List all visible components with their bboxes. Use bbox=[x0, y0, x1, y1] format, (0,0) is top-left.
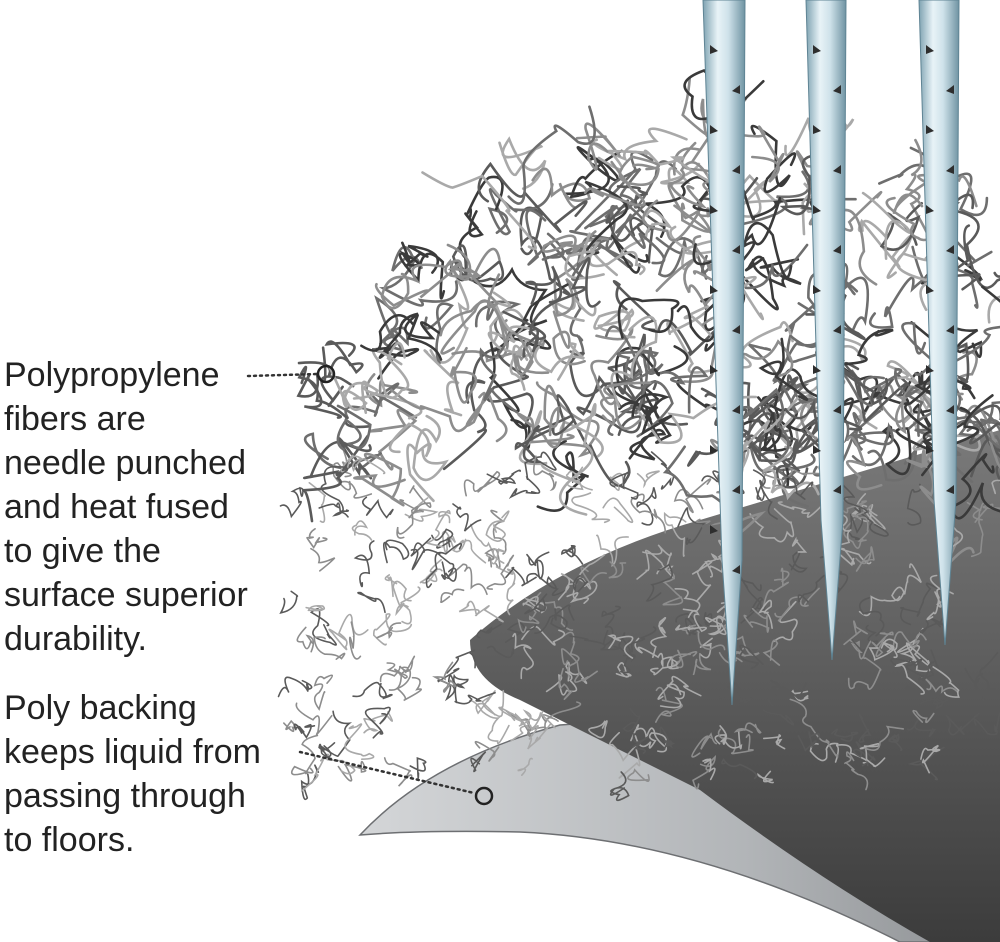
fiber-strand bbox=[444, 381, 486, 469]
fiber-strand bbox=[449, 675, 468, 702]
fibers-callout-text: Polypropylene fibers are needle punched … bbox=[4, 353, 284, 661]
fiber-strand bbox=[366, 707, 390, 737]
fiber-strand bbox=[420, 560, 441, 583]
fiber-strand bbox=[410, 758, 425, 778]
fiber-strand bbox=[447, 650, 475, 672]
fiber-strand bbox=[476, 695, 495, 715]
fiber-strand bbox=[396, 603, 411, 623]
fiber-strand bbox=[311, 549, 335, 571]
fiber-strand bbox=[314, 637, 344, 659]
fiber-strand bbox=[400, 486, 431, 510]
fiber-strand bbox=[358, 593, 385, 613]
fiber-strand bbox=[652, 452, 674, 489]
fiber-strand bbox=[982, 250, 1000, 317]
fiber-strand bbox=[511, 489, 536, 497]
fiber-strand bbox=[630, 430, 665, 459]
fiber-strand bbox=[330, 368, 378, 410]
fiber-strand bbox=[297, 627, 313, 651]
fiber-strand bbox=[306, 606, 324, 611]
fiber-strand bbox=[486, 511, 508, 541]
fiber-strand bbox=[637, 487, 656, 525]
fiber-strand bbox=[374, 614, 412, 645]
fiber-strand bbox=[562, 546, 583, 564]
fiber-strand bbox=[364, 712, 392, 733]
fiber-strand bbox=[384, 540, 409, 562]
fiber-strand bbox=[393, 581, 420, 607]
fiber-strand bbox=[322, 711, 350, 756]
fiber-strand bbox=[353, 683, 392, 699]
fiber-strand bbox=[350, 622, 361, 659]
fiber-strand bbox=[424, 550, 454, 577]
fiber-strand bbox=[590, 243, 645, 275]
fiber-strand bbox=[363, 497, 393, 517]
fiber-strand bbox=[441, 589, 464, 602]
fiber-strand bbox=[670, 306, 719, 348]
fiber-strand bbox=[352, 521, 371, 540]
fiber-strand bbox=[315, 675, 333, 709]
fiber-strand bbox=[595, 310, 635, 338]
fiber-strand bbox=[638, 471, 660, 485]
backing-callout-text: Poly backing keeps liquid from passing t… bbox=[4, 686, 304, 862]
fiber-strand bbox=[453, 504, 481, 531]
fiber-strand bbox=[453, 540, 485, 563]
fiber-strand bbox=[355, 541, 373, 587]
fiber-strand bbox=[465, 472, 500, 496]
fiber-strand bbox=[307, 529, 327, 548]
